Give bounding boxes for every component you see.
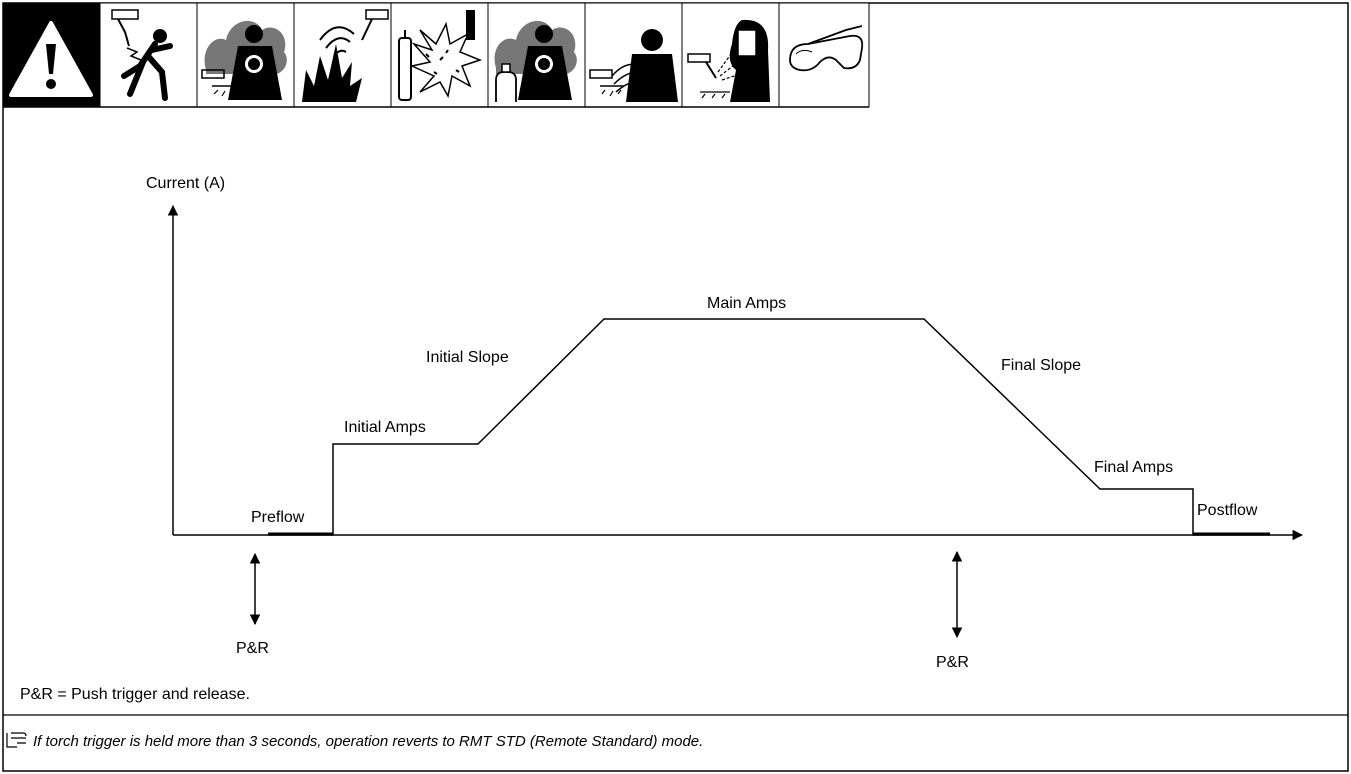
axes	[167, 204, 1304, 541]
noise-emf-icon	[584, 2, 683, 108]
final-slope-label: Final Slope	[1001, 357, 1081, 374]
trigger-label-start: P&R	[236, 640, 269, 657]
initial-slope-label: Initial Slope	[426, 349, 509, 366]
note-text: If torch trigger is held more than 3 sec…	[33, 733, 703, 750]
electric-shock-icon	[99, 2, 198, 108]
fire-explosion-icon	[293, 2, 392, 108]
cylinder-explosion-icon	[390, 2, 489, 108]
arc-rays-icon	[681, 2, 780, 108]
final-amps-label: Final Amps	[1094, 459, 1173, 476]
trigger-legend: P&R = Push trigger and release.	[20, 686, 250, 703]
current-profile-line	[268, 318, 1270, 536]
trigger-label-end: P&R	[936, 654, 969, 671]
fumes-gases-icon	[196, 2, 295, 108]
pointing-hand-icon	[6, 732, 27, 748]
postflow-label: Postflow	[1197, 502, 1258, 519]
main-amps-label: Main Amps	[707, 295, 786, 312]
warning-triangle-icon	[3, 3, 100, 107]
y-axis-label: Current (A)	[146, 175, 225, 192]
safety-glasses-icon	[778, 2, 870, 108]
shielding-gas-icon	[487, 2, 586, 108]
preflow-label: Preflow	[251, 509, 305, 526]
warning-symbol-strip	[3, 2, 870, 108]
initial-amps-label: Initial Amps	[344, 419, 426, 436]
